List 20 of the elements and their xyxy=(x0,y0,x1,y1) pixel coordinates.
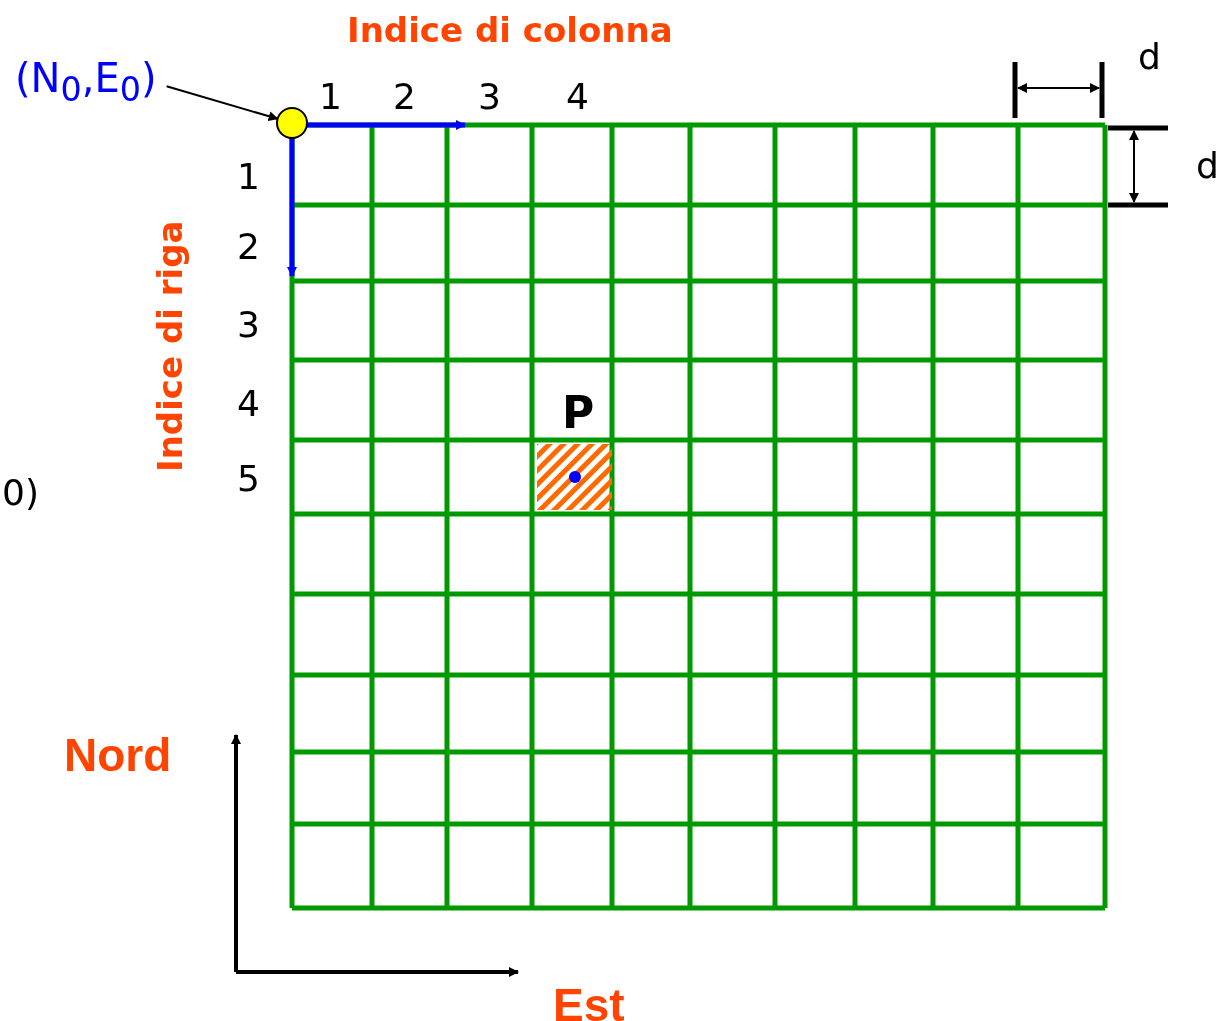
cut-off-text: 0) xyxy=(2,472,39,513)
axis-title: Indice di colonna xyxy=(347,10,673,50)
row-number: 3 xyxy=(237,304,260,345)
column-number: 4 xyxy=(566,76,589,117)
coordinate-label: (N$_{0}$,E$_{0}$) xyxy=(15,58,157,107)
leader-arrow xyxy=(165,85,279,122)
row-number: 2 xyxy=(237,226,260,267)
row-number: 1 xyxy=(237,156,260,197)
dimension-label: d xyxy=(1196,145,1219,186)
row-number: 4 xyxy=(237,383,260,424)
column-number: 1 xyxy=(319,76,342,117)
point-label: P xyxy=(562,387,595,438)
column-number: 3 xyxy=(478,76,501,117)
row-number: 5 xyxy=(237,458,260,499)
column-number: 2 xyxy=(393,76,416,117)
axis-title: Indice di riga xyxy=(150,220,190,472)
dimension-label: d xyxy=(1138,36,1161,77)
origin-circle xyxy=(276,107,308,139)
axis-label: Est xyxy=(553,978,625,1021)
axis-label: Nord xyxy=(64,728,172,782)
